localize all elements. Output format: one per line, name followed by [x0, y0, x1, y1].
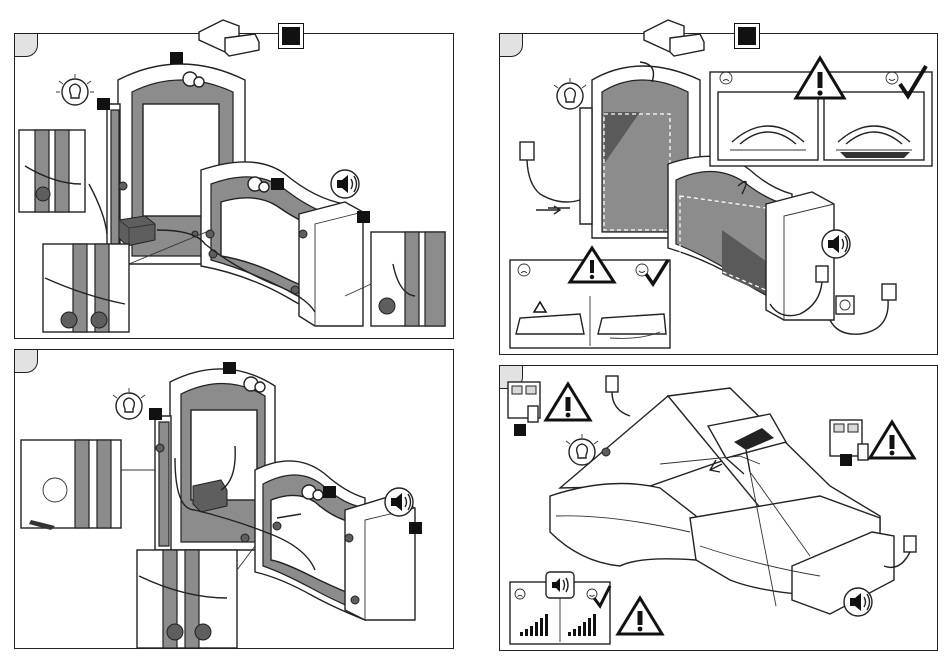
panel-step-4: [499, 365, 938, 651]
light-bulb-icon: [554, 78, 586, 109]
frame-foot: [602, 448, 610, 456]
armrest-block-right: [766, 192, 834, 320]
power-plug-icon: [606, 376, 630, 416]
control-box: [193, 480, 227, 512]
plug-socket-callout-left: [508, 382, 540, 436]
step-badge: [271, 178, 284, 190]
warning-triangle-icon: [618, 598, 662, 634]
inset-detail-top-left: [21, 440, 155, 530]
speaker-icon: [844, 588, 872, 616]
inset-detail-bottom-left: [137, 546, 255, 648]
power-plug-icon: [520, 142, 580, 214]
warning-triangle-icon: [546, 384, 590, 420]
volume-comparison-box: [510, 572, 610, 644]
plug-socket-callout-right: [830, 420, 868, 466]
panel-step-1: [14, 33, 454, 339]
step-number-square: [279, 24, 303, 48]
step-badge: [323, 486, 336, 498]
panel-step-3: [14, 349, 454, 649]
step-badge: [223, 362, 236, 374]
panel-3-illustration: [15, 350, 455, 650]
sofa-thumbnail-icon: [195, 12, 265, 62]
step-number-square: [735, 24, 759, 48]
panel-1-illustration: [15, 34, 455, 340]
speaker-icon: [331, 170, 359, 198]
wall-socket-icon: [836, 296, 854, 314]
panel-4-illustration: [500, 366, 939, 652]
step-badge: [409, 522, 422, 534]
control-box: [119, 216, 155, 246]
sofa-thumbnail-icon: [640, 12, 710, 62]
speaker-icon: [385, 488, 413, 516]
light-bulb-icon: [113, 388, 145, 419]
inset-detail-top-left: [19, 130, 85, 212]
armrest-block-right: [299, 202, 363, 326]
step-badge: [97, 98, 110, 110]
panel-step-2: [499, 33, 938, 355]
step-badge: [149, 408, 162, 420]
step-badge: [357, 211, 370, 223]
step-badge: [170, 52, 183, 64]
light-bulb-icon: [56, 74, 94, 105]
panel-2-illustration: [500, 34, 939, 356]
warning-triangle-icon: [870, 422, 914, 458]
speaker-icon: [822, 230, 850, 258]
